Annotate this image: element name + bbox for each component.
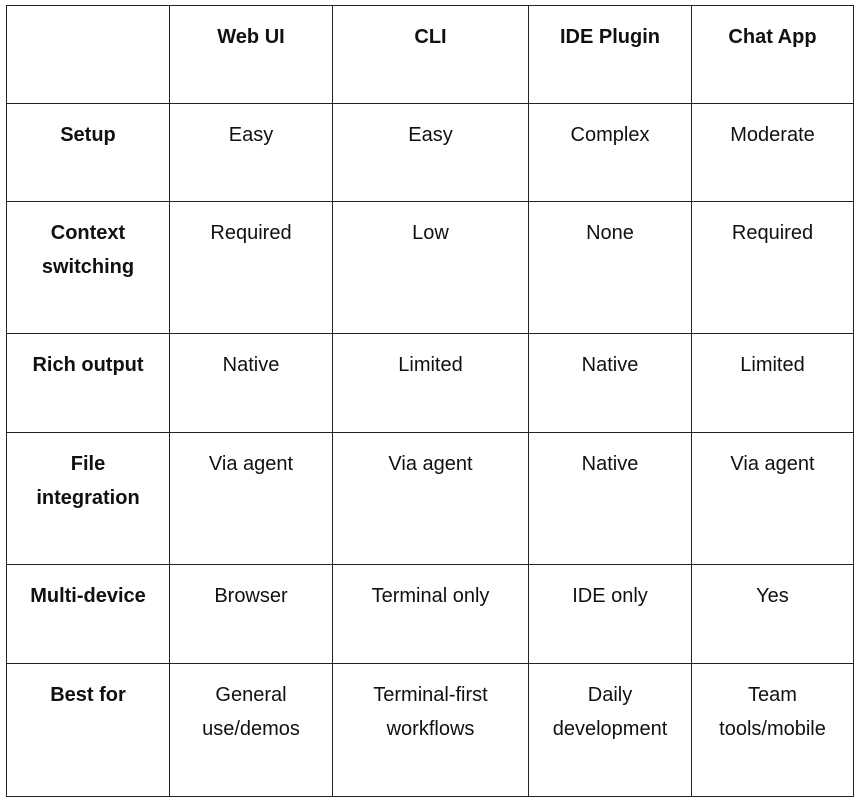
table-row: File integration Via agent Via agent Nat… xyxy=(6,432,854,565)
table-cell: Native xyxy=(528,333,692,433)
table-cell: None xyxy=(528,201,692,334)
row-label-best-for: Best for xyxy=(6,663,170,797)
table-cell: Native xyxy=(528,432,692,565)
table-cell: Limited xyxy=(332,333,529,433)
row-label-rich-output: Rich output xyxy=(6,333,170,433)
comparison-table: Web UI CLI IDE Plugin Chat App Setup Eas… xyxy=(6,5,854,797)
header-ide-plugin: IDE Plugin xyxy=(528,5,692,104)
table-cell: Native xyxy=(169,333,333,433)
table-row: Context switching Required Low None Requ… xyxy=(6,201,854,334)
header-chat-app: Chat App xyxy=(691,5,854,104)
table-cell: Team tools/mobile xyxy=(691,663,854,797)
table-cell: Complex xyxy=(528,103,692,202)
table-cell: Yes xyxy=(691,564,854,664)
table-cell: Via agent xyxy=(332,432,529,565)
table-cell: Terminal only xyxy=(332,564,529,664)
row-label-file-integration: File integration xyxy=(6,432,170,565)
table-cell: Easy xyxy=(169,103,333,202)
table-cell: Required xyxy=(169,201,333,334)
row-label-setup: Setup xyxy=(6,103,170,202)
table-cell: Daily development xyxy=(528,663,692,797)
table-cell: IDE only xyxy=(528,564,692,664)
row-label-context-switching: Context switching xyxy=(6,201,170,334)
header-cli: CLI xyxy=(332,5,529,104)
table-row: Rich output Native Limited Native Limite… xyxy=(6,333,854,433)
table-cell: Limited xyxy=(691,333,854,433)
table-cell: Via agent xyxy=(691,432,854,565)
header-corner-cell xyxy=(6,5,170,104)
table-row: Setup Easy Easy Complex Moderate xyxy=(6,103,854,202)
table-cell: Easy xyxy=(332,103,529,202)
table-cell: Low xyxy=(332,201,529,334)
table-cell: General use/demos xyxy=(169,663,333,797)
header-web-ui: Web UI xyxy=(169,5,333,104)
table-cell: Via agent xyxy=(169,432,333,565)
table-header-row: Web UI CLI IDE Plugin Chat App xyxy=(6,5,854,104)
table-cell: Browser xyxy=(169,564,333,664)
table-row: Best for General use/demos Terminal-firs… xyxy=(6,663,854,797)
table-cell: Required xyxy=(691,201,854,334)
table-row: Multi-device Browser Terminal only IDE o… xyxy=(6,564,854,664)
row-label-multi-device: Multi-device xyxy=(6,564,170,664)
table-cell: Moderate xyxy=(691,103,854,202)
table-cell: Terminal-first workflows xyxy=(332,663,529,797)
